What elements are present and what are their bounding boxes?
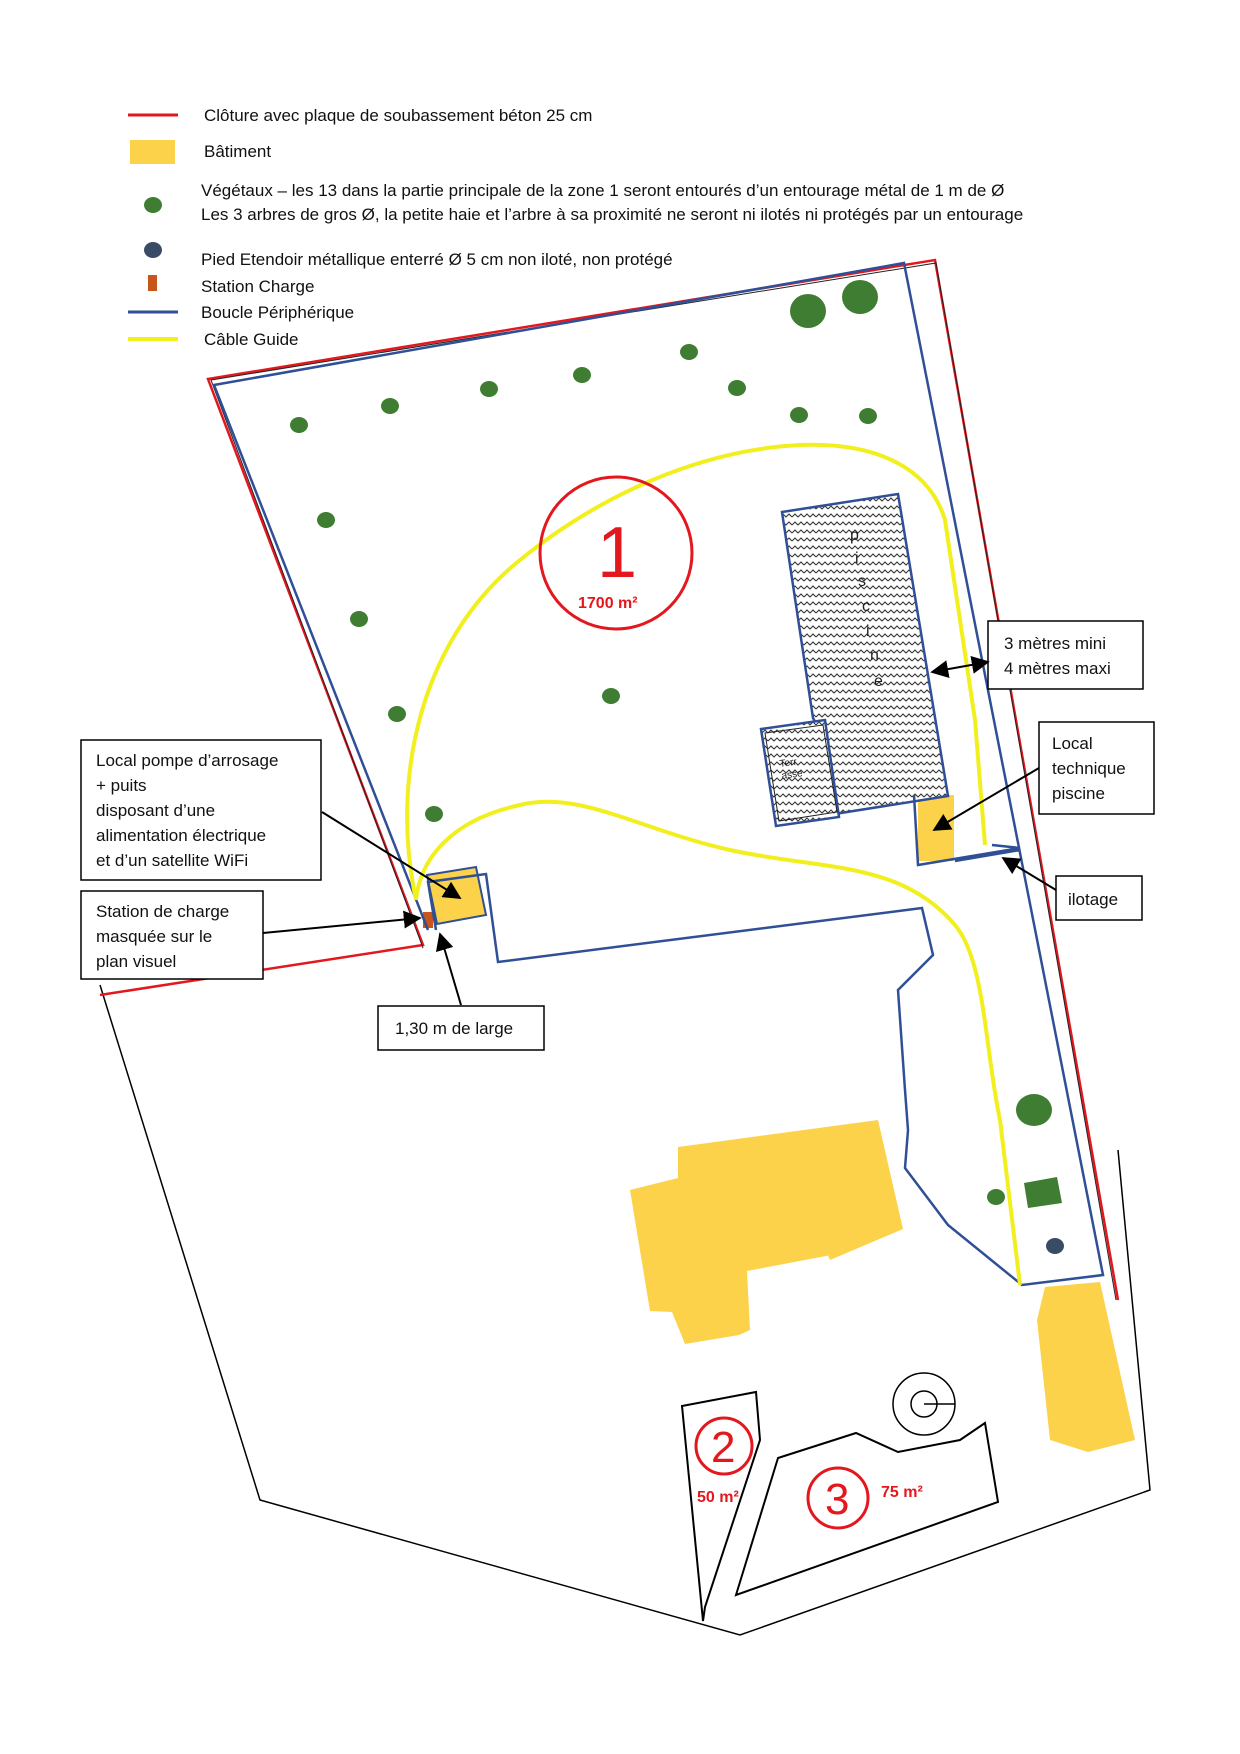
house-building <box>630 1120 903 1344</box>
charging-station-icon <box>148 275 157 291</box>
plant-2 <box>381 398 399 414</box>
legend-pole-label: Pied Etendoir métallique enterré Ø 5 cm … <box>201 250 673 269</box>
zone-1-circle <box>538 475 694 631</box>
callout-pump-line5: et d’un satellite WiFi <box>96 851 248 870</box>
garage-building <box>1037 1282 1135 1452</box>
callout-station-line1: Station de charge <box>96 902 229 921</box>
pole-dot-icon <box>144 242 162 258</box>
callout-tech-line2: technique <box>1052 759 1126 778</box>
clothesline-pole <box>1046 1238 1064 1254</box>
pool-letter-4: c <box>862 598 870 615</box>
plant-dot-icon <box>144 197 162 213</box>
pump-arrow <box>321 811 462 899</box>
zone-1-number: 1 <box>597 513 637 593</box>
pool-letter-3: s <box>858 573 866 590</box>
callout-tech: Local technique piscine <box>1038 721 1155 815</box>
property-outline <box>99 984 1151 1636</box>
plants <box>290 280 1064 1254</box>
pool-terrace-inner <box>764 724 838 822</box>
guide-cable-outer <box>405 442 987 901</box>
callout-pump: Local pompe d’arrosage + puits disposant… <box>80 739 322 881</box>
perimeter-loop-line <box>212 261 1105 1287</box>
legend-plants-line2: Les 3 arbres de gros Ø, la petite haie e… <box>201 205 1023 224</box>
zone-3: 3 75 m² <box>734 1421 1000 1597</box>
zone-3-area: 75 m² <box>881 1484 923 1501</box>
plant-12 <box>388 706 406 722</box>
zone-2-outline <box>680 1390 762 1622</box>
callout-station-line2: masquée sur le <box>96 927 212 946</box>
zone-2: 2 50 m² <box>680 1390 762 1622</box>
pool-letter-1: p <box>850 527 859 544</box>
terrace-label-line1: Terr <box>779 757 798 770</box>
plant-4 <box>573 367 591 383</box>
pool-letter-5: i <box>866 623 870 640</box>
charging-station-marker <box>423 912 433 928</box>
callout-pool-distance: 3 mètres mini 4 mètres maxi <box>987 620 1144 690</box>
callout-islanding-label: ilotage <box>1068 890 1118 909</box>
pool: Terr asse p i s c i n e <box>759 492 950 828</box>
pool-terrace <box>759 718 841 828</box>
callout-station: Station de charge masquée sur le plan vi… <box>80 890 264 980</box>
plant-6 <box>728 380 746 396</box>
large-tree-2 <box>842 280 878 314</box>
callout-islanding: ilotage <box>1055 875 1143 921</box>
plant-1 <box>290 417 308 433</box>
pool-letter-2: i <box>855 550 859 567</box>
callout-pump-line3: disposant d’une <box>96 801 215 820</box>
plant-5 <box>680 344 698 360</box>
callout-pump-line1: Local pompe d’arrosage <box>96 751 278 770</box>
plant-9 <box>317 512 335 528</box>
well-symbol-icon <box>892 1372 956 1436</box>
zone-3-outline <box>734 1421 1000 1597</box>
small-hedge <box>1024 1177 1062 1208</box>
callout-tech-line1: Local <box>1052 734 1093 753</box>
zone-2-area: 50 m² <box>697 1489 739 1506</box>
plant-14 <box>987 1189 1005 1205</box>
terrace-label-line2: asse <box>781 768 804 782</box>
tech-arrow <box>932 767 1040 831</box>
pool-tech-loop <box>912 794 1021 867</box>
guide-cable-inner <box>414 799 1022 1286</box>
legend-loop-label: Boucle Périphérique <box>201 303 354 322</box>
islanding-arrow <box>1001 857 1057 891</box>
plant-11 <box>602 688 620 704</box>
perimeter-loop <box>214 263 1103 1283</box>
zone-3-number: 3 <box>825 1475 849 1524</box>
legend-station-label: Station Charge <box>201 277 314 296</box>
callout-distance-line1: 3 mètres mini <box>1004 634 1106 653</box>
legend-plants-line1: Végétaux – les 13 dans la partie princip… <box>201 181 1004 200</box>
legend-building-label: Bâtiment <box>204 142 271 161</box>
width-arrow <box>435 932 462 1006</box>
zone-2-number: 2 <box>711 1423 735 1472</box>
zone-1-area: 1700 m² <box>578 595 638 612</box>
zone-3-circle <box>806 1466 870 1530</box>
callout-pump-line4: alimentation électrique <box>96 826 266 845</box>
callout-width-label: 1,30 m de large <box>395 1019 513 1038</box>
pool-distance-arrow <box>930 655 990 679</box>
plant-8 <box>859 408 877 424</box>
pool-letter-7: e <box>874 673 883 690</box>
plant-13 <box>425 806 443 822</box>
plant-10 <box>350 611 368 627</box>
large-tree-1 <box>790 294 826 328</box>
plant-7 <box>790 407 808 423</box>
zone-2-circle <box>694 1416 754 1476</box>
station-arrow <box>262 910 422 934</box>
callout-tech-line3: piscine <box>1052 784 1105 803</box>
plant-3 <box>480 381 498 397</box>
large-tree-3 <box>1016 1094 1052 1126</box>
zone-1: 1 1700 m² <box>538 475 694 631</box>
callout-station-line3: plan visuel <box>96 952 176 971</box>
callout-pump-line2: + puits <box>96 776 147 795</box>
legend: Clôture avec plaque de soubassement béto… <box>128 106 1023 349</box>
legend-building-swatch <box>130 140 175 164</box>
pool-letter-6: n <box>870 647 879 664</box>
legend-fence-label: Clôture avec plaque de soubassement béto… <box>204 106 592 125</box>
pool-tech-loop-right <box>954 848 1021 863</box>
callout-distance-line2: 4 mètres maxi <box>1004 659 1111 678</box>
legend-guide-label: Câble Guide <box>204 330 299 349</box>
callout-width: 1,30 m de large <box>377 1005 545 1051</box>
